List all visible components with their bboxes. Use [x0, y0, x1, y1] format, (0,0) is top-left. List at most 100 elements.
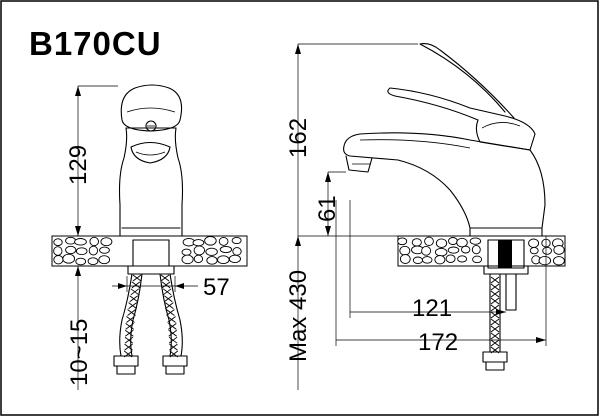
hose-braid-mark: [490, 339, 500, 347]
dimension-10-15: 10~15: [66, 265, 120, 390]
countertop-pebble: [181, 248, 192, 256]
dim-text-10-15: 10~15: [66, 319, 93, 386]
countertop-pebble: [457, 255, 468, 263]
hose-braid-mark: [125, 329, 134, 337]
countertop-pebble: [434, 255, 446, 265]
countertop-pebble: [98, 255, 111, 265]
hose-braid-mark: [168, 329, 177, 337]
dimension-61: 61: [314, 171, 346, 236]
dimension-max-430: Max 430: [285, 236, 312, 390]
dim-text-172: 172: [418, 329, 458, 356]
countertop-pebble: [231, 236, 242, 245]
hose-braid-mark: [127, 309, 136, 316]
hose-braid-mark: [168, 336, 178, 344]
countertop-pebble: [456, 237, 468, 248]
hose-braid-mark: [166, 309, 175, 316]
handle-screw-icon: [145, 120, 157, 132]
countertop-pebble: [192, 239, 205, 247]
countertop-pebble: [399, 245, 411, 256]
hose-braid-mark: [128, 302, 137, 309]
hose-left-front: [113, 273, 143, 375]
countertop-pebble: [65, 245, 77, 255]
countertop-pebble: [553, 245, 565, 255]
countertop-pebble: [206, 256, 218, 265]
hose-braid-mark: [126, 316, 135, 323]
aerator-front: [130, 141, 171, 164]
countertop-pebble: [205, 247, 218, 256]
countertop-pebble: [469, 237, 482, 245]
countertop-pebble: [53, 246, 63, 256]
faucet-body-front: [118, 127, 184, 237]
hose-braid-mark: [164, 295, 173, 303]
countertop-pebble: [74, 238, 87, 246]
countertop-pebble: [542, 246, 552, 255]
countertop-pebble: [75, 247, 88, 256]
countertop-pebble: [100, 237, 113, 247]
dimension-129: 129: [65, 85, 118, 237]
countertop-pebble: [219, 245, 233, 254]
countertop-pebble: [232, 247, 242, 256]
countertop-pebble: [421, 256, 433, 264]
hose-braid-mark: [130, 288, 140, 296]
countertop-pebble: [62, 253, 76, 264]
countertop-pebble: [472, 255, 483, 264]
hose-braid-mark: [165, 302, 174, 309]
hose-braid-mark: [161, 281, 171, 289]
hose-braid-mark: [490, 283, 500, 291]
dim-text-129: 129: [65, 145, 92, 185]
hose-braid-mark: [490, 325, 500, 333]
countertop-pebble: [228, 254, 241, 264]
countertop-pebble: [471, 244, 481, 255]
countertop-pebble: [552, 256, 565, 266]
countertop-pebble: [538, 255, 552, 266]
countertop-pebble: [435, 238, 448, 248]
side-view: 162 61 Max 430 121: [285, 43, 566, 390]
mounting-nut-front: [127, 265, 175, 275]
countertop-pebble: [87, 257, 99, 266]
countertop-pebble: [397, 237, 408, 246]
countertop-pebble: [75, 257, 87, 266]
hose-braid-mark: [129, 295, 138, 303]
countertop-pebble: [445, 254, 456, 263]
hose-braid-mark: [490, 276, 500, 284]
dimension-162: 162: [285, 43, 418, 236]
countertop-pebble: [528, 238, 540, 248]
hose-braid-mark: [490, 318, 500, 326]
countertop-pebble: [447, 246, 460, 254]
countertop-pebble: [99, 246, 110, 254]
hose-braid-mark: [162, 288, 172, 296]
countertop-pebble: [53, 255, 64, 265]
countertop-pebble: [218, 236, 229, 246]
countertop-pebble: [412, 256, 423, 265]
dim-text-61: 61: [314, 195, 341, 222]
hose-braid-mark: [168, 323, 177, 330]
hose-braid-mark: [132, 274, 142, 282]
hose-braid-mark: [160, 274, 170, 282]
countertop-pebble: [217, 255, 230, 265]
hose-braid-mark: [167, 316, 176, 323]
hose-braid-mark: [125, 323, 134, 330]
countertop-pebble: [424, 236, 434, 246]
countertop-pebble: [65, 236, 77, 245]
countertop-pebble: [89, 236, 99, 247]
dim-text-max-430: Max 430: [285, 270, 312, 362]
hose-braid-mark: [124, 343, 133, 351]
countertop-pebble: [529, 246, 539, 255]
front-view: 129 57 10~15: [51, 84, 248, 390]
countertop-pebble: [421, 245, 432, 256]
dim-text-57: 57: [203, 274, 230, 301]
countertop-pebble: [193, 245, 205, 256]
countertop-pebble: [53, 238, 63, 247]
countertop-pebble: [434, 247, 448, 257]
dim-text-162: 162: [285, 118, 312, 158]
countertop-pebble: [181, 254, 194, 265]
countertop-pebble: [204, 236, 217, 246]
hose-braid-mark: [169, 343, 178, 351]
dimension-172: 172: [335, 200, 547, 356]
countertop-pebble: [461, 245, 471, 254]
hose-side: [482, 273, 508, 371]
countertop-pebble: [411, 238, 422, 247]
handle-front: [120, 84, 183, 132]
